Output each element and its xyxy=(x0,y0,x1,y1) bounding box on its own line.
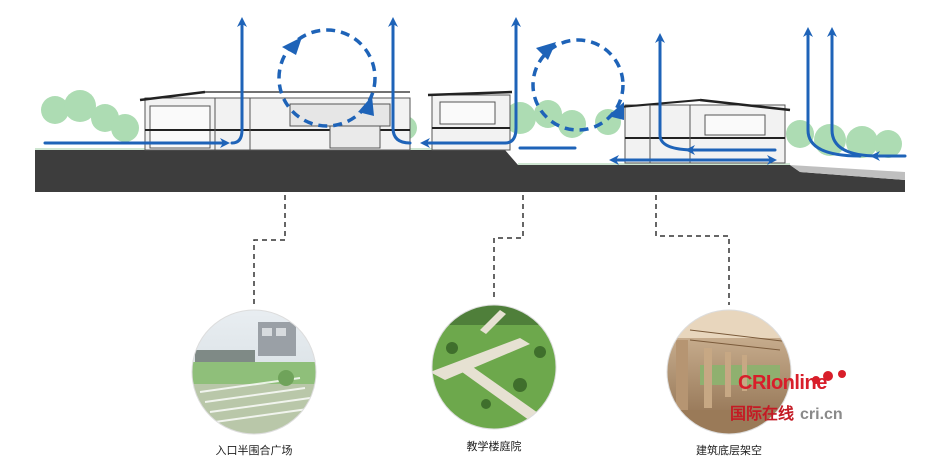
caption-stilt-floor: 建筑底层架空 xyxy=(696,444,762,457)
logo-brand-bottom: 国际在线 cri.cn xyxy=(730,400,843,424)
cri-online-logo: CRIonline 国际在线 cri.cn xyxy=(728,370,898,432)
logo-brand-top: CRIonline xyxy=(738,372,827,394)
loop-arrowheads xyxy=(282,37,624,120)
building-middle xyxy=(427,90,513,151)
logo-domain: cri.cn xyxy=(800,406,843,423)
caption-entrance-plaza: 入口半围合广场 xyxy=(215,444,293,457)
building-right xyxy=(619,98,791,164)
circulation-loops xyxy=(277,28,625,132)
logo-chinese: 国际在线 xyxy=(730,404,795,423)
building-left xyxy=(139,90,411,151)
photo-courtyard xyxy=(432,305,556,429)
logo-dots-icon xyxy=(812,370,846,384)
airflow-arrows xyxy=(43,17,907,165)
caption-courtyard: 教学楼庭院 xyxy=(466,440,522,453)
leader-lines xyxy=(253,195,730,305)
